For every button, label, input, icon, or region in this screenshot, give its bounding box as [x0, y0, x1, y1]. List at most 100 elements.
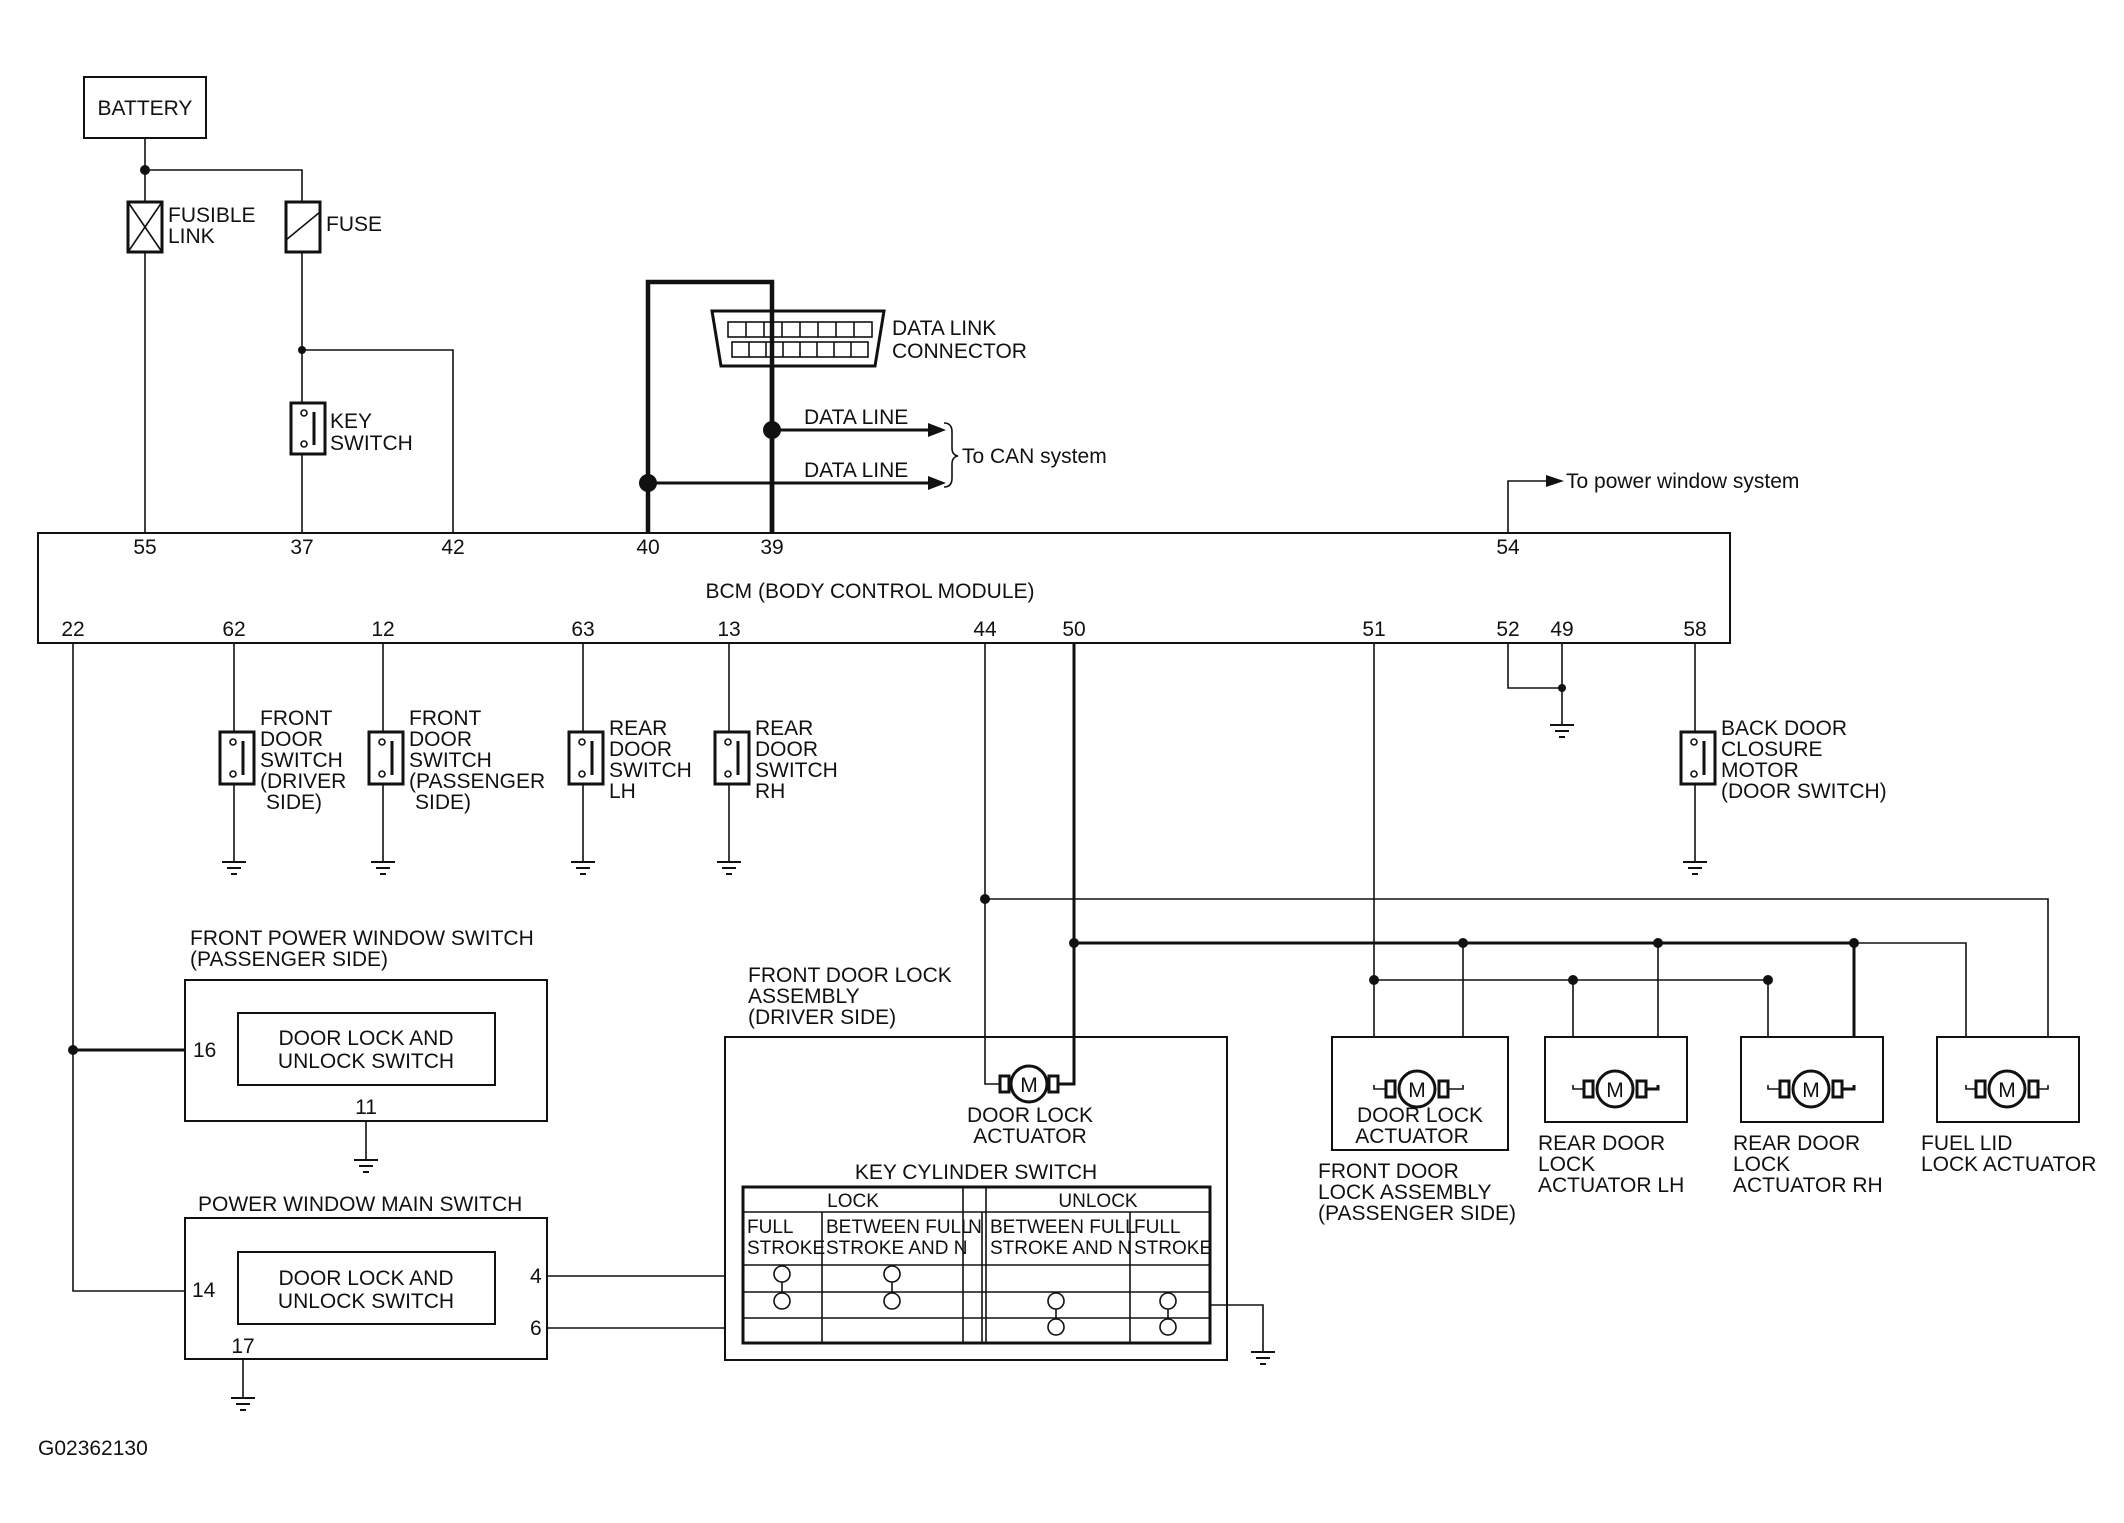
fp-actuator-inner-2: ACTUATOR [1355, 1125, 1469, 1148]
rr-actuator-label-2: LOCK [1733, 1153, 1790, 1176]
kc-unlock-header: UNLOCK [1058, 1191, 1138, 1212]
dlc-label-2: CONNECTOR [892, 340, 1027, 363]
kc-full2-2: STROKE [1134, 1238, 1212, 1259]
motor-symbol-rl: M [1606, 1079, 1624, 1102]
rr-actuator-label-3: ACTUATOR RH [1733, 1174, 1883, 1197]
key-switch: KEY SWITCH [289, 401, 413, 456]
pw-main-pin-4: 4 [530, 1265, 542, 1288]
front-passenger-label-3: SWITCH [409, 749, 492, 772]
front-driver-label-1: FRONT [260, 707, 332, 730]
rear-lh-label-1: REAR [609, 717, 667, 740]
data-line-1: DATA LINE [804, 406, 908, 429]
rear-door-lock-actuator-rh: M REAR DOOR LOCK ACTUATOR RH [1733, 1036, 1884, 1197]
bcm-pin-22: 22 [61, 618, 84, 641]
rl-actuator-label-2: LOCK [1538, 1153, 1595, 1176]
motor-symbol-fl: M [1998, 1079, 2016, 1102]
motor-symbol-rr: M [1802, 1079, 1820, 1102]
back-door-closure-switch: BACK DOOR CLOSURE MOTOR (DOOR SWITCH) [1679, 643, 1887, 875]
door-lock-actuator-driver: M DOOR LOCK ACTUATOR [967, 1064, 1093, 1148]
bcm-pin-44: 44 [973, 618, 997, 641]
motor-symbol-fp: M [1408, 1079, 1426, 1102]
fp-actuator-inner-1: DOOR LOCK [1357, 1104, 1483, 1127]
front-pw-inner-2: UNLOCK SWITCH [278, 1050, 454, 1073]
power-window-main-switch: POWER WINDOW MAIN SWITCH DOOR LOCK AND U… [184, 1193, 548, 1411]
pw-main-title: POWER WINDOW MAIN SWITCH [198, 1193, 522, 1216]
kc-full1-1: FULL [747, 1217, 793, 1238]
front-door-switch-driver: FRONT DOOR SWITCH (DRIVER SIDE) [218, 643, 346, 875]
rr-actuator-label-1: REAR DOOR [1733, 1132, 1860, 1155]
front-driver-label-2: DOOR [260, 728, 323, 751]
kc-lock-header: LOCK [827, 1191, 879, 1212]
bcm-pin-63: 63 [571, 618, 594, 641]
front-driver-label-4: (DRIVER [260, 770, 346, 793]
fp-actuator-below-3: (PASSENGER SIDE) [1318, 1202, 1516, 1225]
bcm-pin-50: 50 [1062, 618, 1085, 641]
kc-contacts [773, 1265, 1177, 1336]
pw-main-inner-1: DOOR LOCK AND [278, 1267, 453, 1290]
front-pw-pin-16: 16 [193, 1039, 216, 1062]
kc-between2-2: STROKE AND N [990, 1238, 1131, 1259]
fdl-driver-title-1: FRONT DOOR LOCK [748, 964, 952, 987]
driver-actuator-label-2: ACTUATOR [973, 1125, 1087, 1148]
motor-symbol-driver: M [1020, 1074, 1038, 1097]
to-power-window-label: To power window system [1566, 470, 1799, 493]
bcm-pin-52: 52 [1496, 618, 1519, 641]
front-pw-pin-11: 11 [355, 1096, 377, 1119]
fuel-lid-lock-actuator: M FUEL LID LOCK ACTUATOR [1921, 1036, 2096, 1176]
front-driver-label-3: SWITCH [260, 749, 343, 772]
front-driver-label-5: SIDE) [266, 791, 322, 814]
fdl-driver-title-3: (DRIVER SIDE) [748, 1006, 896, 1029]
rear-rh-label-1: REAR [755, 717, 813, 740]
bcm-pin-40: 40 [636, 536, 659, 559]
bcm-label: BCM (BODY CONTROL MODULE) [705, 580, 1034, 603]
front-passenger-label-1: FRONT [409, 707, 481, 730]
pw-main-inner-2: UNLOCK SWITCH [278, 1290, 454, 1313]
front-door-lock-actuator-passenger: M DOOR LOCK ACTUATOR FRONT DOOR LOCK ASS… [1318, 1036, 1516, 1225]
battery-block: BATTERY [83, 76, 207, 139]
fusible-link: FUSIBLE LINK [126, 200, 256, 254]
bcm-pin-51: 51 [1362, 618, 1385, 641]
to-can-label: To CAN system [962, 445, 1107, 468]
kc-n-header: N [968, 1217, 982, 1238]
pw-main-pin-6: 6 [530, 1317, 542, 1340]
kc-between2-1: BETWEEN FULL [990, 1217, 1136, 1238]
front-door-switch-passenger: FRONT DOOR SWITCH (PASSENGER SIDE) [367, 643, 545, 875]
bcm-pin-58: 58 [1683, 618, 1706, 641]
figure-id: G02362130 [38, 1437, 148, 1460]
rear-lh-label-3: SWITCH [609, 759, 692, 782]
driver-actuator-label-1: DOOR LOCK [967, 1104, 1093, 1127]
rear-rh-label-3: SWITCH [755, 759, 838, 782]
bcm-pin-13: 13 [717, 618, 740, 641]
kc-between1-2: STROKE AND N [826, 1238, 967, 1259]
fl-actuator-label-2: LOCK ACTUATOR [1921, 1153, 2096, 1176]
rear-door-switch-rh: REAR DOOR SWITCH RH [713, 643, 838, 875]
kc-full1-2: STROKE [747, 1238, 825, 1259]
fdl-driver-title-2: ASSEMBLY [748, 985, 860, 1008]
bcm-pin-39: 39 [760, 536, 783, 559]
front-power-window-switch: FRONT POWER WINDOW SWITCH (PASSENGER SID… [184, 927, 548, 1173]
kc-between1-1: BETWEEN FULL [826, 1217, 972, 1238]
fuse-label: FUSE [326, 213, 382, 236]
front-passenger-label-4: (PASSENGER [409, 770, 545, 793]
fl-actuator-label-1: FUEL LID [1921, 1132, 2012, 1155]
rl-actuator-label-1: REAR DOOR [1538, 1132, 1665, 1155]
dlc-label-1: DATA LINK [892, 317, 996, 340]
back-door-label-1: BACK DOOR [1721, 717, 1847, 740]
data-link-connector: DATA LINK CONNECTOR [710, 309, 1027, 368]
bcm-module: BCM (BODY CONTROL MODULE) 55 37 42 40 39… [37, 532, 1731, 644]
pw-main-pin-17: 17 [231, 1335, 254, 1358]
fp-actuator-below-1: FRONT DOOR [1318, 1160, 1459, 1183]
kc-full2-1: FULL [1134, 1217, 1180, 1238]
key-cylinder-switch-table: KEY CYLINDER SWITCH LOCK UNLOCK N FULL S… [741, 1161, 1212, 1345]
front-passenger-label-2: DOOR [409, 728, 472, 751]
fusible-link-label-2: LINK [168, 225, 215, 248]
fuse: FUSE [284, 200, 382, 254]
back-door-label-3: MOTOR [1721, 759, 1799, 782]
front-pw-title-2: (PASSENGER SIDE) [190, 948, 388, 971]
back-door-label-2: CLOSURE [1721, 738, 1823, 761]
pw-main-pin-14: 14 [192, 1279, 216, 1302]
data-line-2: DATA LINE [804, 459, 908, 482]
fusible-link-label-1: FUSIBLE [168, 204, 256, 227]
battery-box [83, 76, 207, 139]
rear-door-lock-actuator-lh: M REAR DOOR LOCK ACTUATOR LH [1538, 1036, 1688, 1197]
